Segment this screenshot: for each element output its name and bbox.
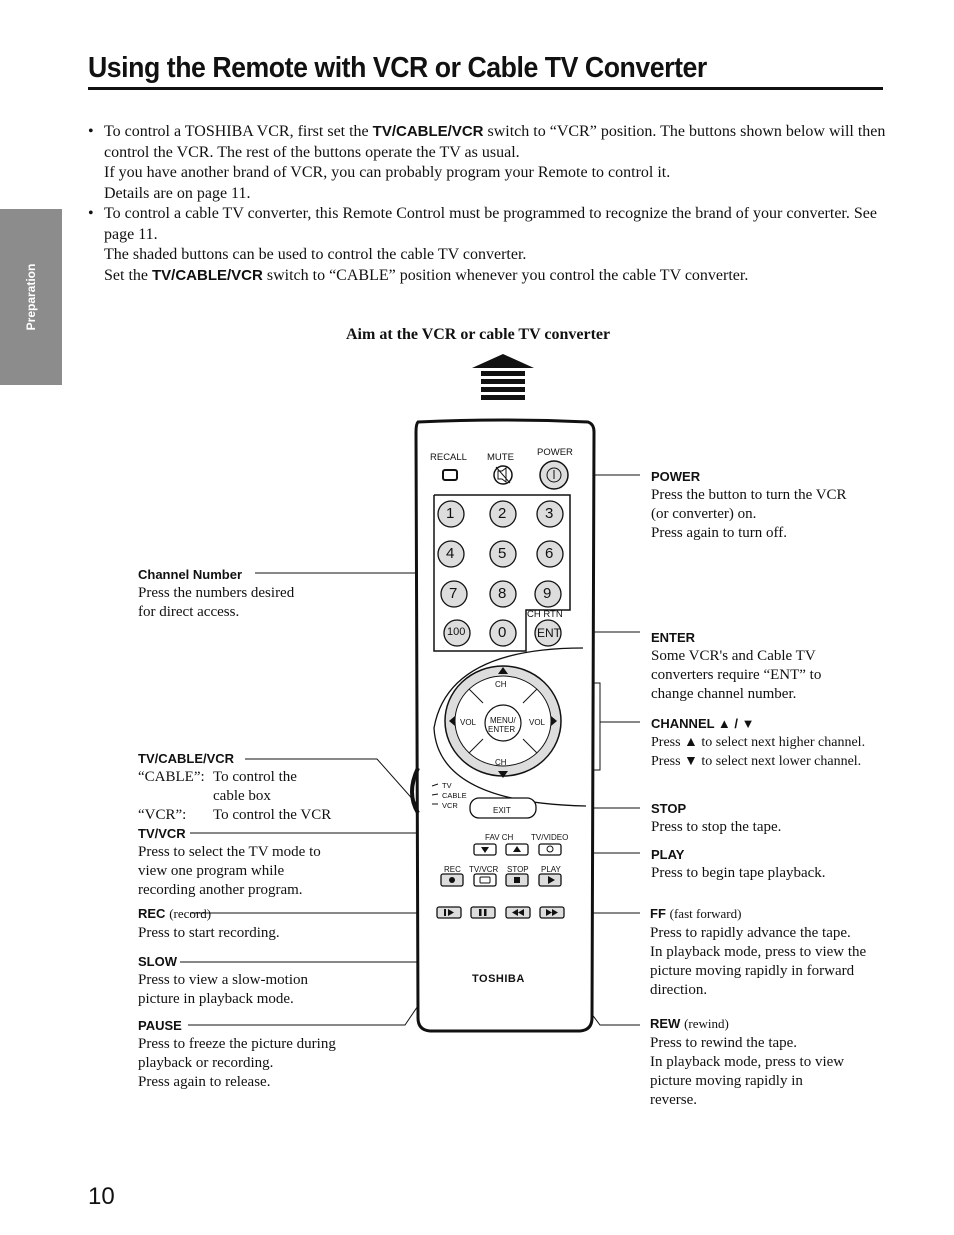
anno-stop: STOP Press to stop the tape. bbox=[651, 801, 782, 835]
digit-6: 6 bbox=[545, 545, 554, 562]
vol-right-arrow-icon bbox=[551, 716, 557, 726]
ent-label: ENT bbox=[537, 626, 561, 640]
digit-7: 7 bbox=[449, 585, 458, 602]
anno-play: PLAY Press to begin tape playback. bbox=[651, 847, 826, 881]
nav-outer-arc bbox=[433, 647, 587, 807]
play-icon bbox=[548, 876, 555, 884]
anno-ff: FF (fast forward) Press to rapidly advan… bbox=[650, 906, 867, 998]
side-tab: Preparation bbox=[0, 209, 62, 385]
digit-8: 8 bbox=[498, 585, 507, 602]
enter-label: ENTER bbox=[488, 725, 516, 734]
digit-100: 100 bbox=[447, 626, 466, 638]
brand-logo: TOSHIBA bbox=[472, 973, 525, 985]
switch-tv-label: TV bbox=[442, 781, 452, 790]
menu-label: MENU/ bbox=[490, 716, 516, 725]
power-icon bbox=[546, 467, 562, 483]
anno-channel: CHANNEL ▲ / ▼ Press ▲ to select next hig… bbox=[651, 716, 866, 769]
switch-name: TV/CABLE/VCR bbox=[372, 123, 484, 140]
tvvcr-button bbox=[473, 873, 497, 887]
power-label: POWER bbox=[537, 447, 573, 458]
mute-label: MUTE bbox=[487, 452, 514, 463]
digit-0: 0 bbox=[498, 624, 507, 641]
rec-icon bbox=[449, 877, 455, 883]
page-title: Using the Remote with VCR or Cable TV Co… bbox=[88, 52, 707, 84]
anno-enter: ENTER Some VCR's and Cable TV converters… bbox=[651, 630, 822, 702]
menu-enter-button bbox=[484, 704, 522, 742]
bullet-cable: • To control a cable TV converter, this … bbox=[88, 205, 877, 284]
ch-top-label: CH bbox=[495, 680, 507, 689]
vol-left-label: VOL bbox=[460, 718, 477, 727]
digit-1: 1 bbox=[446, 505, 455, 522]
number-pad-box bbox=[433, 494, 571, 652]
switch-name: TV/CABLE/VCR bbox=[152, 266, 263, 284]
ch-rtn-label: CH RTN bbox=[527, 609, 563, 620]
recall-label: RECALL bbox=[430, 452, 467, 463]
exit-button bbox=[469, 797, 537, 819]
anno-rec: REC (record) Press to start recording. bbox=[138, 906, 280, 941]
digit-3: 3 bbox=[545, 505, 554, 522]
anno-tvcablevcr: TV/CABLE/VCR “CABLE”:To control the cabl… bbox=[138, 751, 332, 823]
stop-label: STOP bbox=[507, 865, 529, 874]
ch-bottom-label: CH bbox=[495, 758, 507, 767]
pause-icon bbox=[479, 909, 482, 916]
aim-label: Aim at the VCR or cable TV converter bbox=[346, 326, 611, 343]
anno-rew: REW (rewind) Press to rewind the tape. I… bbox=[650, 1016, 845, 1108]
ch-up-arrow-icon bbox=[498, 667, 508, 674]
switch-vcr-label: VCR bbox=[442, 801, 458, 810]
digit-4: 4 bbox=[446, 545, 455, 562]
anno-pause: PAUSE Press to freeze the picture during… bbox=[138, 1018, 336, 1090]
pause-button bbox=[470, 906, 496, 919]
tv-cable-vcr-switch bbox=[410, 767, 420, 815]
fav-ch-label: FAV CH bbox=[485, 833, 514, 842]
switch-cable-label: CABLE bbox=[442, 791, 467, 800]
digit-buttons bbox=[437, 500, 564, 647]
page-number: 10 bbox=[88, 1183, 115, 1210]
stop-icon bbox=[514, 877, 520, 883]
slow-icon bbox=[448, 909, 454, 916]
vol-left-arrow-icon bbox=[449, 716, 455, 726]
ch-down-arrow-icon bbox=[498, 771, 508, 778]
title-rule bbox=[88, 87, 883, 90]
rec-label: REC bbox=[444, 865, 461, 874]
tv-video-button bbox=[538, 843, 562, 856]
anno-tvvcr: TV/VCR Press to select the TV mode to vi… bbox=[138, 826, 321, 898]
play-label: PLAY bbox=[541, 865, 561, 874]
anno-slow: SLOW Press to view a slow-motion picture… bbox=[138, 954, 308, 1007]
intro-bullets: • To control a TOSHIBA VCR, first set th… bbox=[88, 122, 898, 286]
ff-icon bbox=[546, 909, 552, 916]
bullet-dot: • bbox=[88, 205, 94, 222]
rew-icon bbox=[512, 909, 518, 916]
tv-video-label: TV/VIDEO bbox=[531, 833, 569, 842]
digit-5: 5 bbox=[498, 545, 507, 562]
digit-9: 9 bbox=[543, 585, 552, 602]
tvvcr-label: TV/VCR bbox=[469, 865, 499, 874]
bullet-vcr: • To control a TOSHIBA VCR, first set th… bbox=[88, 123, 886, 202]
anno-power: POWER Press the button to turn the VCR (… bbox=[651, 469, 847, 541]
recall-button bbox=[442, 469, 458, 481]
vol-right-label: VOL bbox=[529, 718, 546, 727]
bullet-dot: • bbox=[88, 123, 94, 140]
mute-icon bbox=[495, 466, 511, 484]
aim-arrow-icon bbox=[472, 354, 534, 400]
anno-channel-number: Channel Number Press the numbers desired… bbox=[138, 567, 295, 620]
digit-2: 2 bbox=[498, 505, 507, 522]
exit-label: EXIT bbox=[493, 806, 511, 815]
remote-control bbox=[410, 418, 596, 1033]
